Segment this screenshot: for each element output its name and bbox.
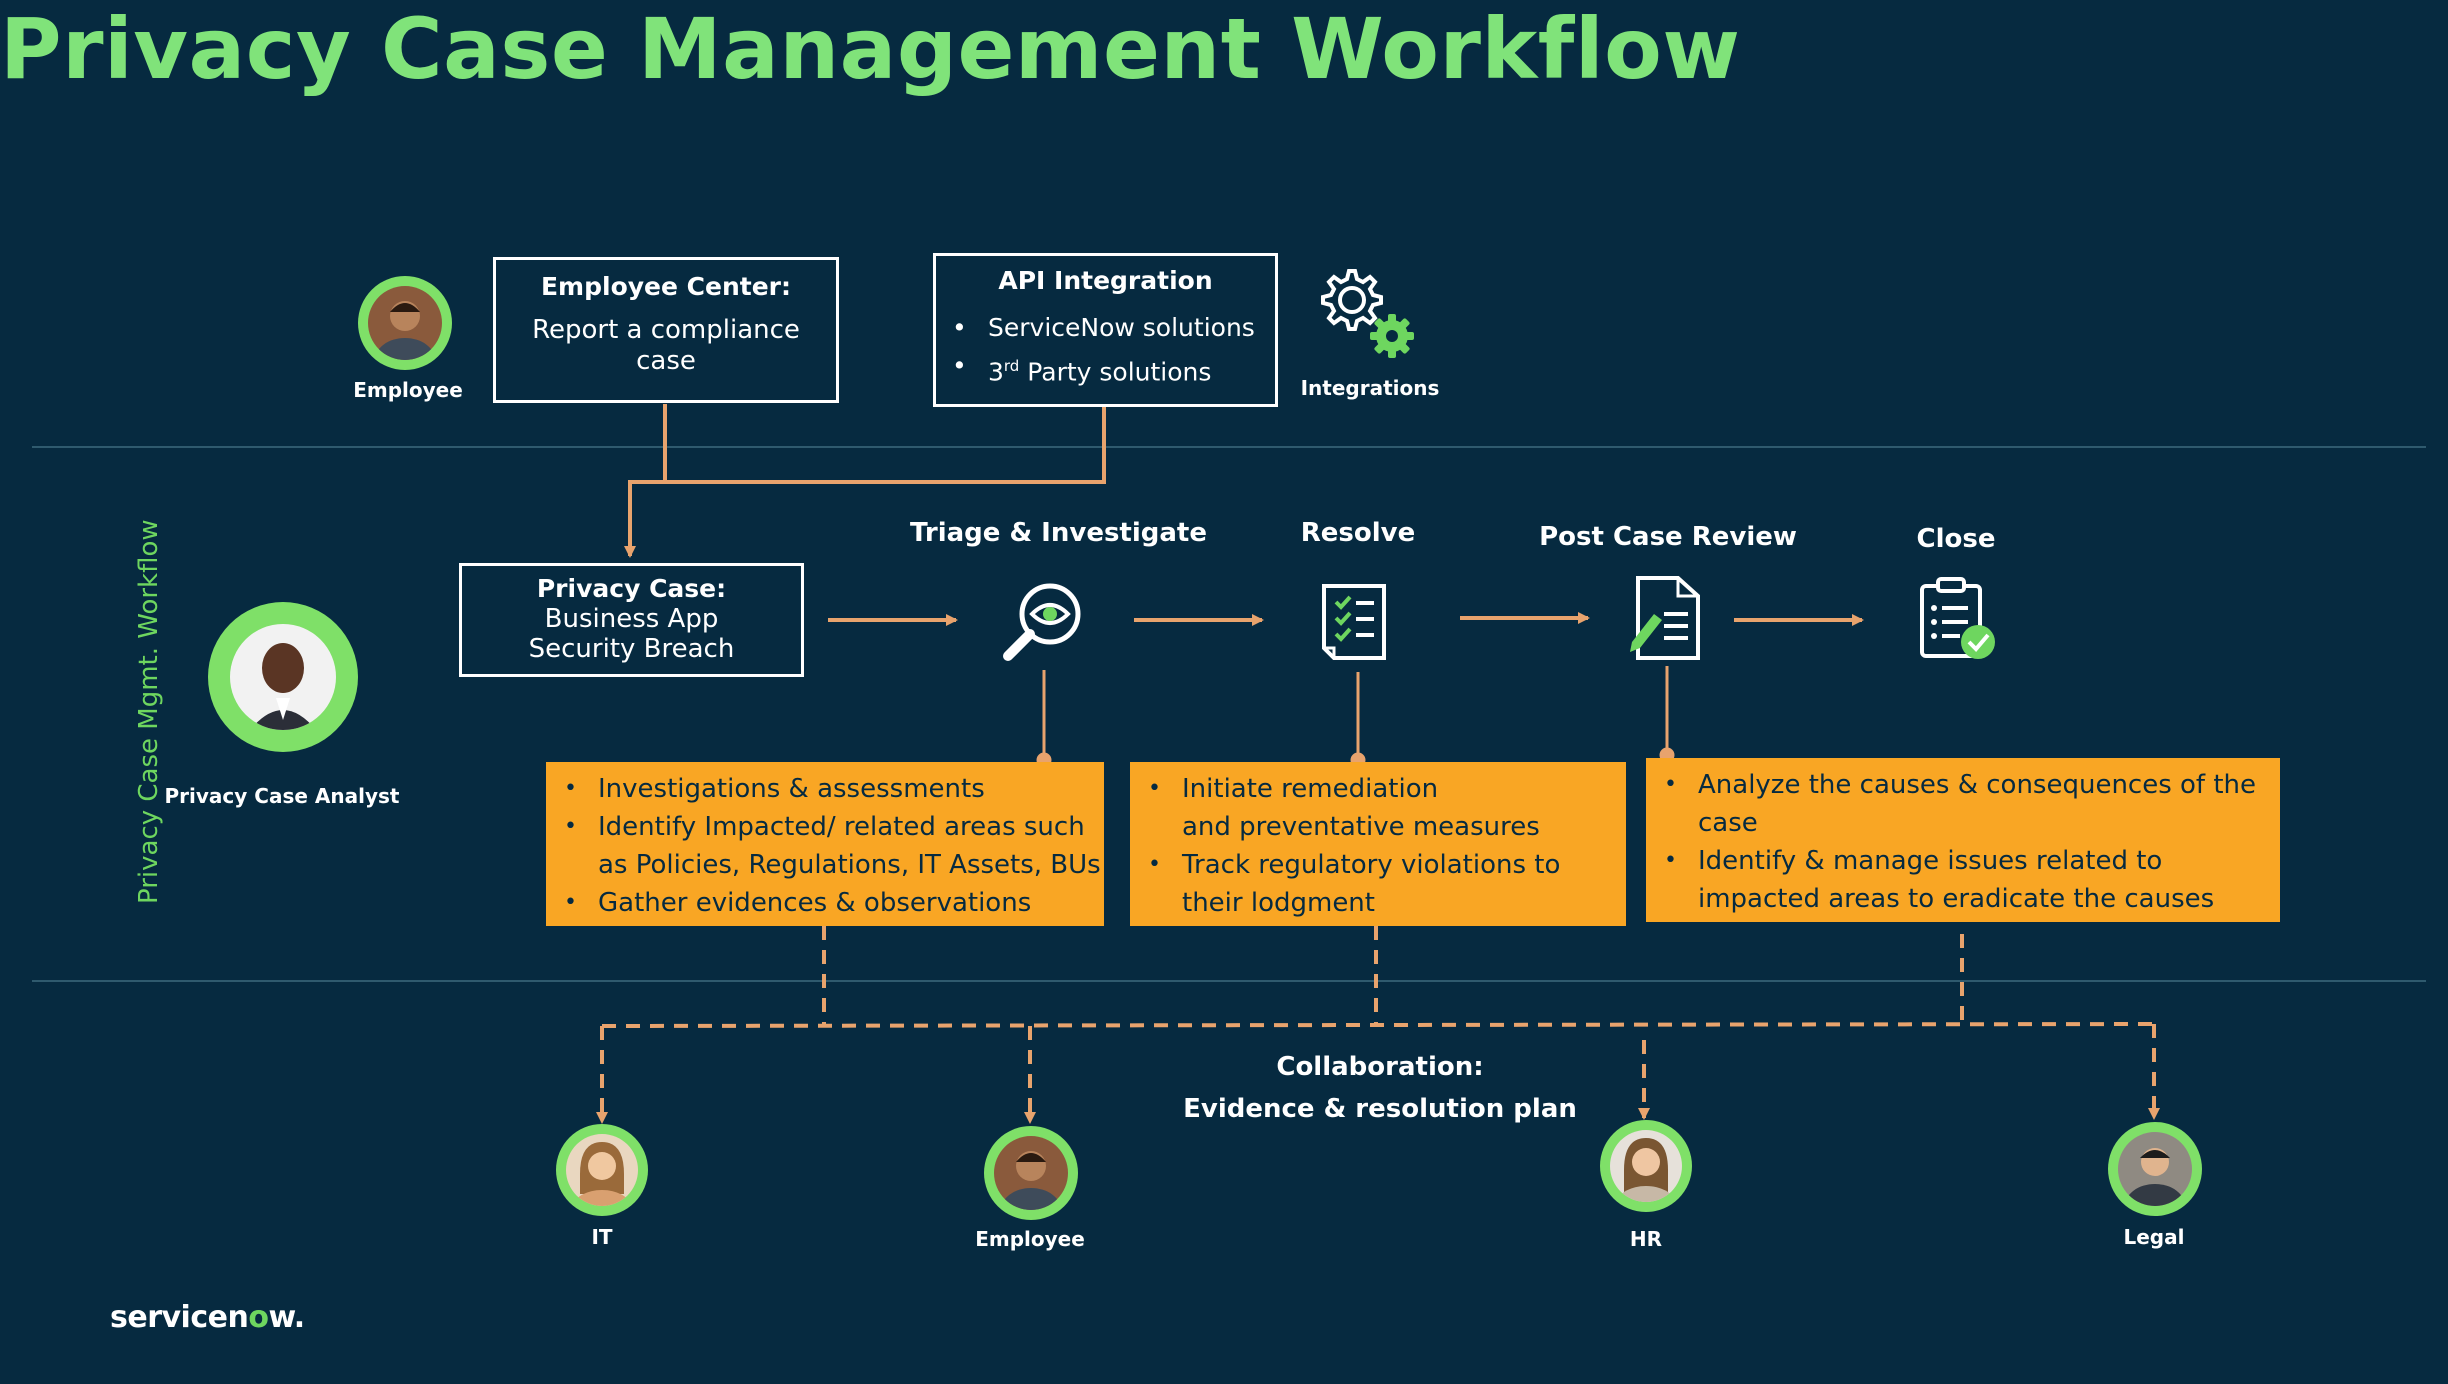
step-review-label: Post Case Review <box>1539 522 1797 552</box>
person-icon <box>375 301 435 360</box>
analyst-label: Privacy Case Analyst <box>164 784 400 808</box>
divider-top <box>32 446 2426 448</box>
api-integration-title: API Integration <box>998 266 1213 295</box>
review-bullet-continuation: impacted areas to eradicate the causes <box>1698 884 2215 914</box>
resolve-bullet-continuation: their lodgment <box>1182 888 1375 918</box>
icon-to-box-connectors <box>1036 666 1675 768</box>
person-icon <box>1618 1138 1674 1202</box>
employee-center-line: Report a compliance <box>532 315 800 345</box>
triage-bullet: Investigations & assessments <box>564 770 1104 808</box>
document-edit-icon <box>1630 576 1700 660</box>
step-resolve-label: Resolve <box>1300 518 1416 548</box>
step-close-label: Close <box>1916 524 1996 554</box>
person-icon <box>2125 1148 2185 1206</box>
hr-label: HR <box>1629 1227 1663 1251</box>
servicenow-logo: servicenow. <box>110 1300 305 1335</box>
page-title: Privacy Case Management Workflow <box>0 0 1741 98</box>
api-integration-box: API Integration •ServiceNow solutions •3… <box>933 253 1278 407</box>
triage-bullet-continuation: as Policies, Regulations, IT Assets, BUs <box>598 850 1101 880</box>
employee-label: Employee <box>353 378 463 402</box>
analyst-avatar <box>208 602 358 752</box>
employee-center-box: Employee Center: Report a compliance cas… <box>493 257 839 403</box>
privacy-case-line: Business App <box>544 604 719 634</box>
privacy-case-box: Privacy Case: Business App Security Brea… <box>459 563 804 677</box>
collaboration-connector <box>596 926 2160 1124</box>
employee-center-line: case <box>636 346 696 376</box>
collaboration-title: Collaboration: <box>1276 1052 1484 1082</box>
legal-label: Legal <box>2123 1225 2185 1249</box>
person-icon <box>250 643 316 730</box>
divider-bottom <box>32 980 2426 982</box>
review-bullet: Analyze the causes & consequences of the <box>1664 766 2280 804</box>
it-label: IT <box>591 1225 613 1249</box>
triage-bullet: Identify Impacted/ related areas such <box>564 808 1104 846</box>
review-bullet: Identify & manage issues related to <box>1664 842 2280 880</box>
it-avatar <box>556 1124 648 1216</box>
gears-icon <box>1321 269 1414 358</box>
employee-collab-label: Employee <box>975 1227 1085 1251</box>
resolve-bullet-continuation: and preventative measures <box>1182 812 1540 842</box>
intake-connector <box>624 404 1106 558</box>
step-arrows <box>828 612 1864 626</box>
employee-center-title: Employee Center: <box>540 272 791 301</box>
resolve-details-box: Initiate remediation and preventative me… <box>1130 762 1626 926</box>
privacy-case-line: Security Breach <box>528 634 735 664</box>
review-bullet-continuation: case <box>1698 808 1758 838</box>
magnifier-eye-icon <box>1003 583 1081 661</box>
person-icon <box>1001 1151 1061 1210</box>
clipboard-check-icon <box>1920 577 1995 659</box>
triage-details-box: Investigations & assessments Identify Im… <box>546 762 1104 926</box>
collaboration-subtitle: Evidence & resolution plan <box>1183 1094 1577 1124</box>
hr-avatar <box>1600 1120 1692 1212</box>
integrations-label: Integrations <box>1300 376 1440 400</box>
step-triage-label: Triage & Investigate <box>910 518 1207 548</box>
employee-avatar <box>358 276 452 370</box>
legal-avatar <box>2108 1122 2202 1216</box>
review-details-box: Analyze the causes & consequences of the… <box>1646 758 2280 922</box>
resolve-bullet: Initiate remediation <box>1148 770 1626 808</box>
api-bullet: •ServiceNow solutions <box>952 313 1255 342</box>
person-icon <box>574 1142 630 1206</box>
employee-collab-avatar <box>984 1126 1078 1220</box>
api-bullet: •3rd Party solutions <box>952 351 1212 387</box>
checklist-icon <box>1322 584 1386 660</box>
privacy-case-title: Privacy Case: <box>536 574 727 603</box>
triage-bullet: Gather evidences & observations <box>564 884 1104 922</box>
resolve-bullet: Track regulatory violations to <box>1148 846 1626 884</box>
